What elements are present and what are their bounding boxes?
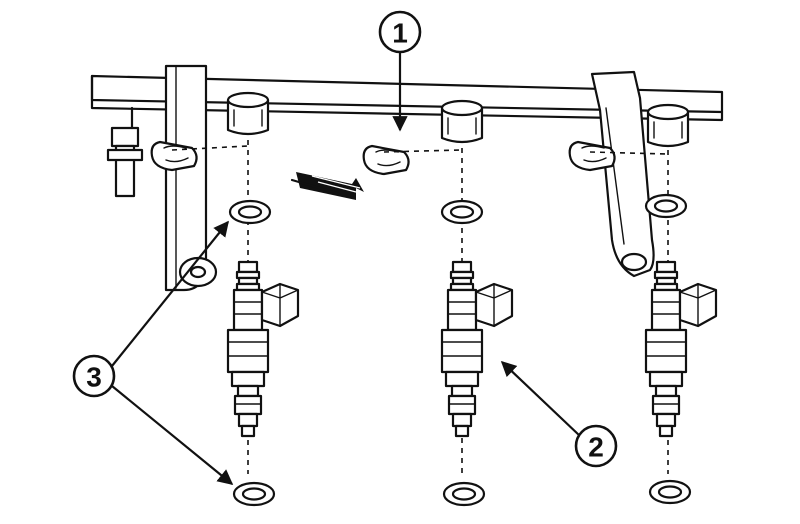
callout-3-label: 3 [86,362,102,393]
clip-alignment-line-middle [383,149,463,153]
callout-3-leader-lower [111,385,234,485]
rail-cup-right [646,103,690,148]
rail-cup-middle [440,99,484,144]
callout-3: 3 [72,354,116,398]
fuel-injector-middle [440,260,514,438]
fuel-injector-left [226,260,300,438]
lower-oring-middle [442,481,486,507]
fuel-inlet-nipple [106,106,144,198]
callout-1-label: 1 [392,18,408,49]
lower-oring-right [648,479,692,505]
callout-1: 1 [378,10,422,54]
callout-2-label: 2 [588,432,604,463]
removal-direction-arrow [290,172,364,200]
upper-oring-middle [440,199,484,225]
rail-cup-left [226,91,270,136]
upper-oring-left [228,199,272,225]
right-mounting-bracket [590,70,655,278]
callout-3-leader-upper [111,220,229,367]
callout-2: 2 [574,424,618,468]
upper-oring-right [644,193,688,219]
retaining-clip-middle [362,144,410,176]
lower-oring-left [232,481,276,507]
clip-alignment-line-right [589,151,669,155]
fuel-injector-right [644,260,718,438]
callout-2-leader [500,360,581,437]
clip-alignment-line-left [171,145,249,151]
left-mounting-bracket [164,64,218,292]
